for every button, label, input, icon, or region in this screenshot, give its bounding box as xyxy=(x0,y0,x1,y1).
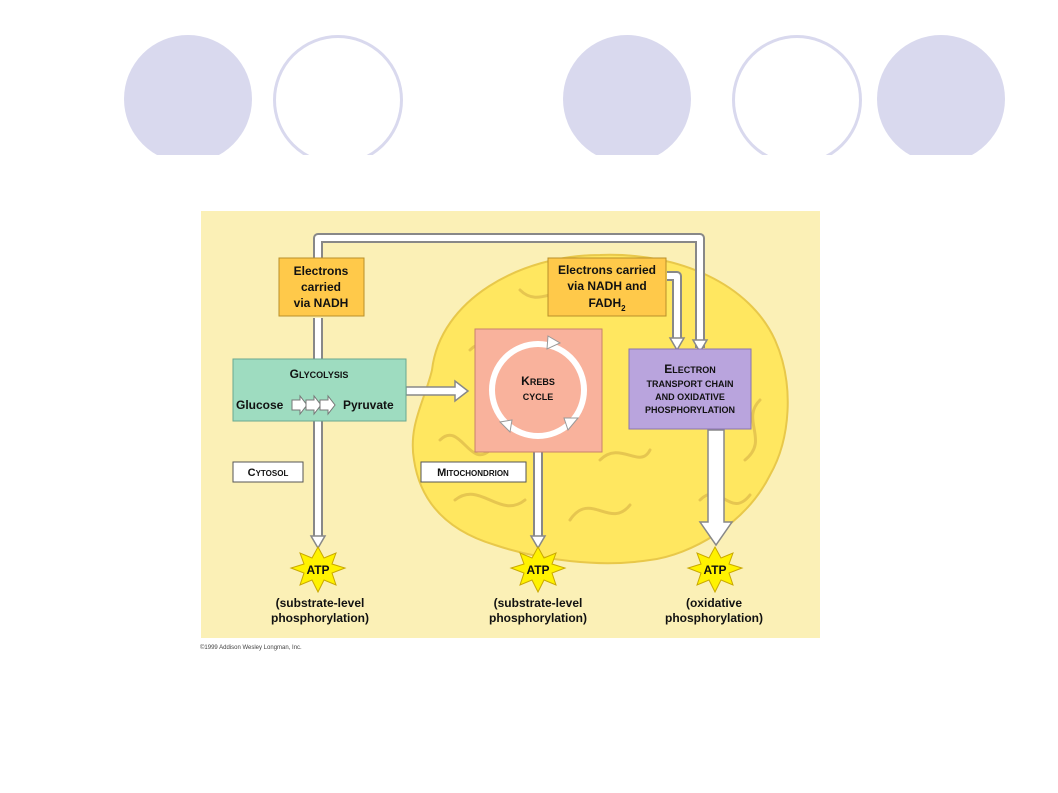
electrons-fadh2-line-1: Electrons carried xyxy=(558,263,656,277)
electrons-nadh-line-2: carried xyxy=(301,280,341,294)
arrow-to-atp-3 xyxy=(698,429,734,547)
deco-circle-1 xyxy=(124,35,252,163)
mitochondrion-label: MITOCHONDRION xyxy=(437,467,509,479)
electrons-fadh2-box xyxy=(547,257,667,317)
krebs-arrow-right xyxy=(563,417,580,432)
etc-line-3: AND OXIDATIVE xyxy=(655,392,725,402)
glycolysis-box xyxy=(232,358,407,422)
krebs-subtitle: CYCLE xyxy=(523,392,554,402)
atp-star-2: ATP xyxy=(509,545,567,594)
etc-line-4: PHOSPHORYLATION xyxy=(645,405,735,415)
arrow-fadh2-to-etc xyxy=(667,273,680,342)
atp-2-caption-line-2: phosphorylation) xyxy=(489,611,587,625)
atp-1-label: ATP xyxy=(306,563,329,577)
atp-3-label: ATP xyxy=(703,563,726,577)
cytosol-label-box xyxy=(232,461,304,483)
arrow-glycolysis-to-krebs xyxy=(405,379,470,403)
electrons-fadh2-line-3: FADH2 xyxy=(588,296,626,313)
electrons-nadh-box xyxy=(278,257,365,317)
krebs-arrow-top xyxy=(546,335,562,350)
atp-star-3: ATP xyxy=(686,545,744,594)
arrow-head-loop xyxy=(691,339,709,354)
electrons-nadh-line-3: via NADH xyxy=(294,296,349,310)
atp-1-caption-line-1: (substrate-level xyxy=(276,596,365,610)
krebs-box xyxy=(474,328,603,453)
atp-2-label: ATP xyxy=(526,563,549,577)
deco-mask xyxy=(0,155,1058,167)
krebs-arrow-left xyxy=(498,419,513,434)
etc-line-2: TRANSPORT CHAIN xyxy=(647,379,734,389)
glucose-label: Glucose xyxy=(236,398,284,412)
atp-2-caption-line-1: (substrate-level xyxy=(494,596,583,610)
glycolysis-title: GLYCOLYSIS xyxy=(290,367,349,381)
etc-box xyxy=(628,348,752,430)
atp-star-1: ATP xyxy=(289,545,347,594)
electrons-fadh2-line-2: via NADH and xyxy=(567,279,646,293)
mitochondrion-label-box xyxy=(420,461,527,483)
krebs-cycle-ring xyxy=(489,341,587,439)
pyruvate-label: Pyruvate xyxy=(343,398,394,412)
deco-circle-5 xyxy=(877,35,1005,163)
etc-title: ELECTRON xyxy=(664,362,716,376)
cytosol-label: CYTOSOL xyxy=(248,467,289,479)
copyright-notice: ©1999 Addison Wesley Longman, Inc. xyxy=(200,645,302,651)
glycolysis-step-arrows xyxy=(291,394,336,416)
atp-1-caption-line-2: phosphorylation) xyxy=(271,611,369,625)
atp-3-caption-line-1: (oxidative xyxy=(686,596,742,610)
krebs-title: KREBS xyxy=(521,374,555,388)
deco-circle-2 xyxy=(273,35,403,165)
deco-circle-3 xyxy=(563,35,691,163)
deco-circle-4 xyxy=(732,35,862,165)
electrons-nadh-line-1: Electrons xyxy=(294,264,349,278)
atp-3-caption-line-2: phosphorylation) xyxy=(665,611,763,625)
